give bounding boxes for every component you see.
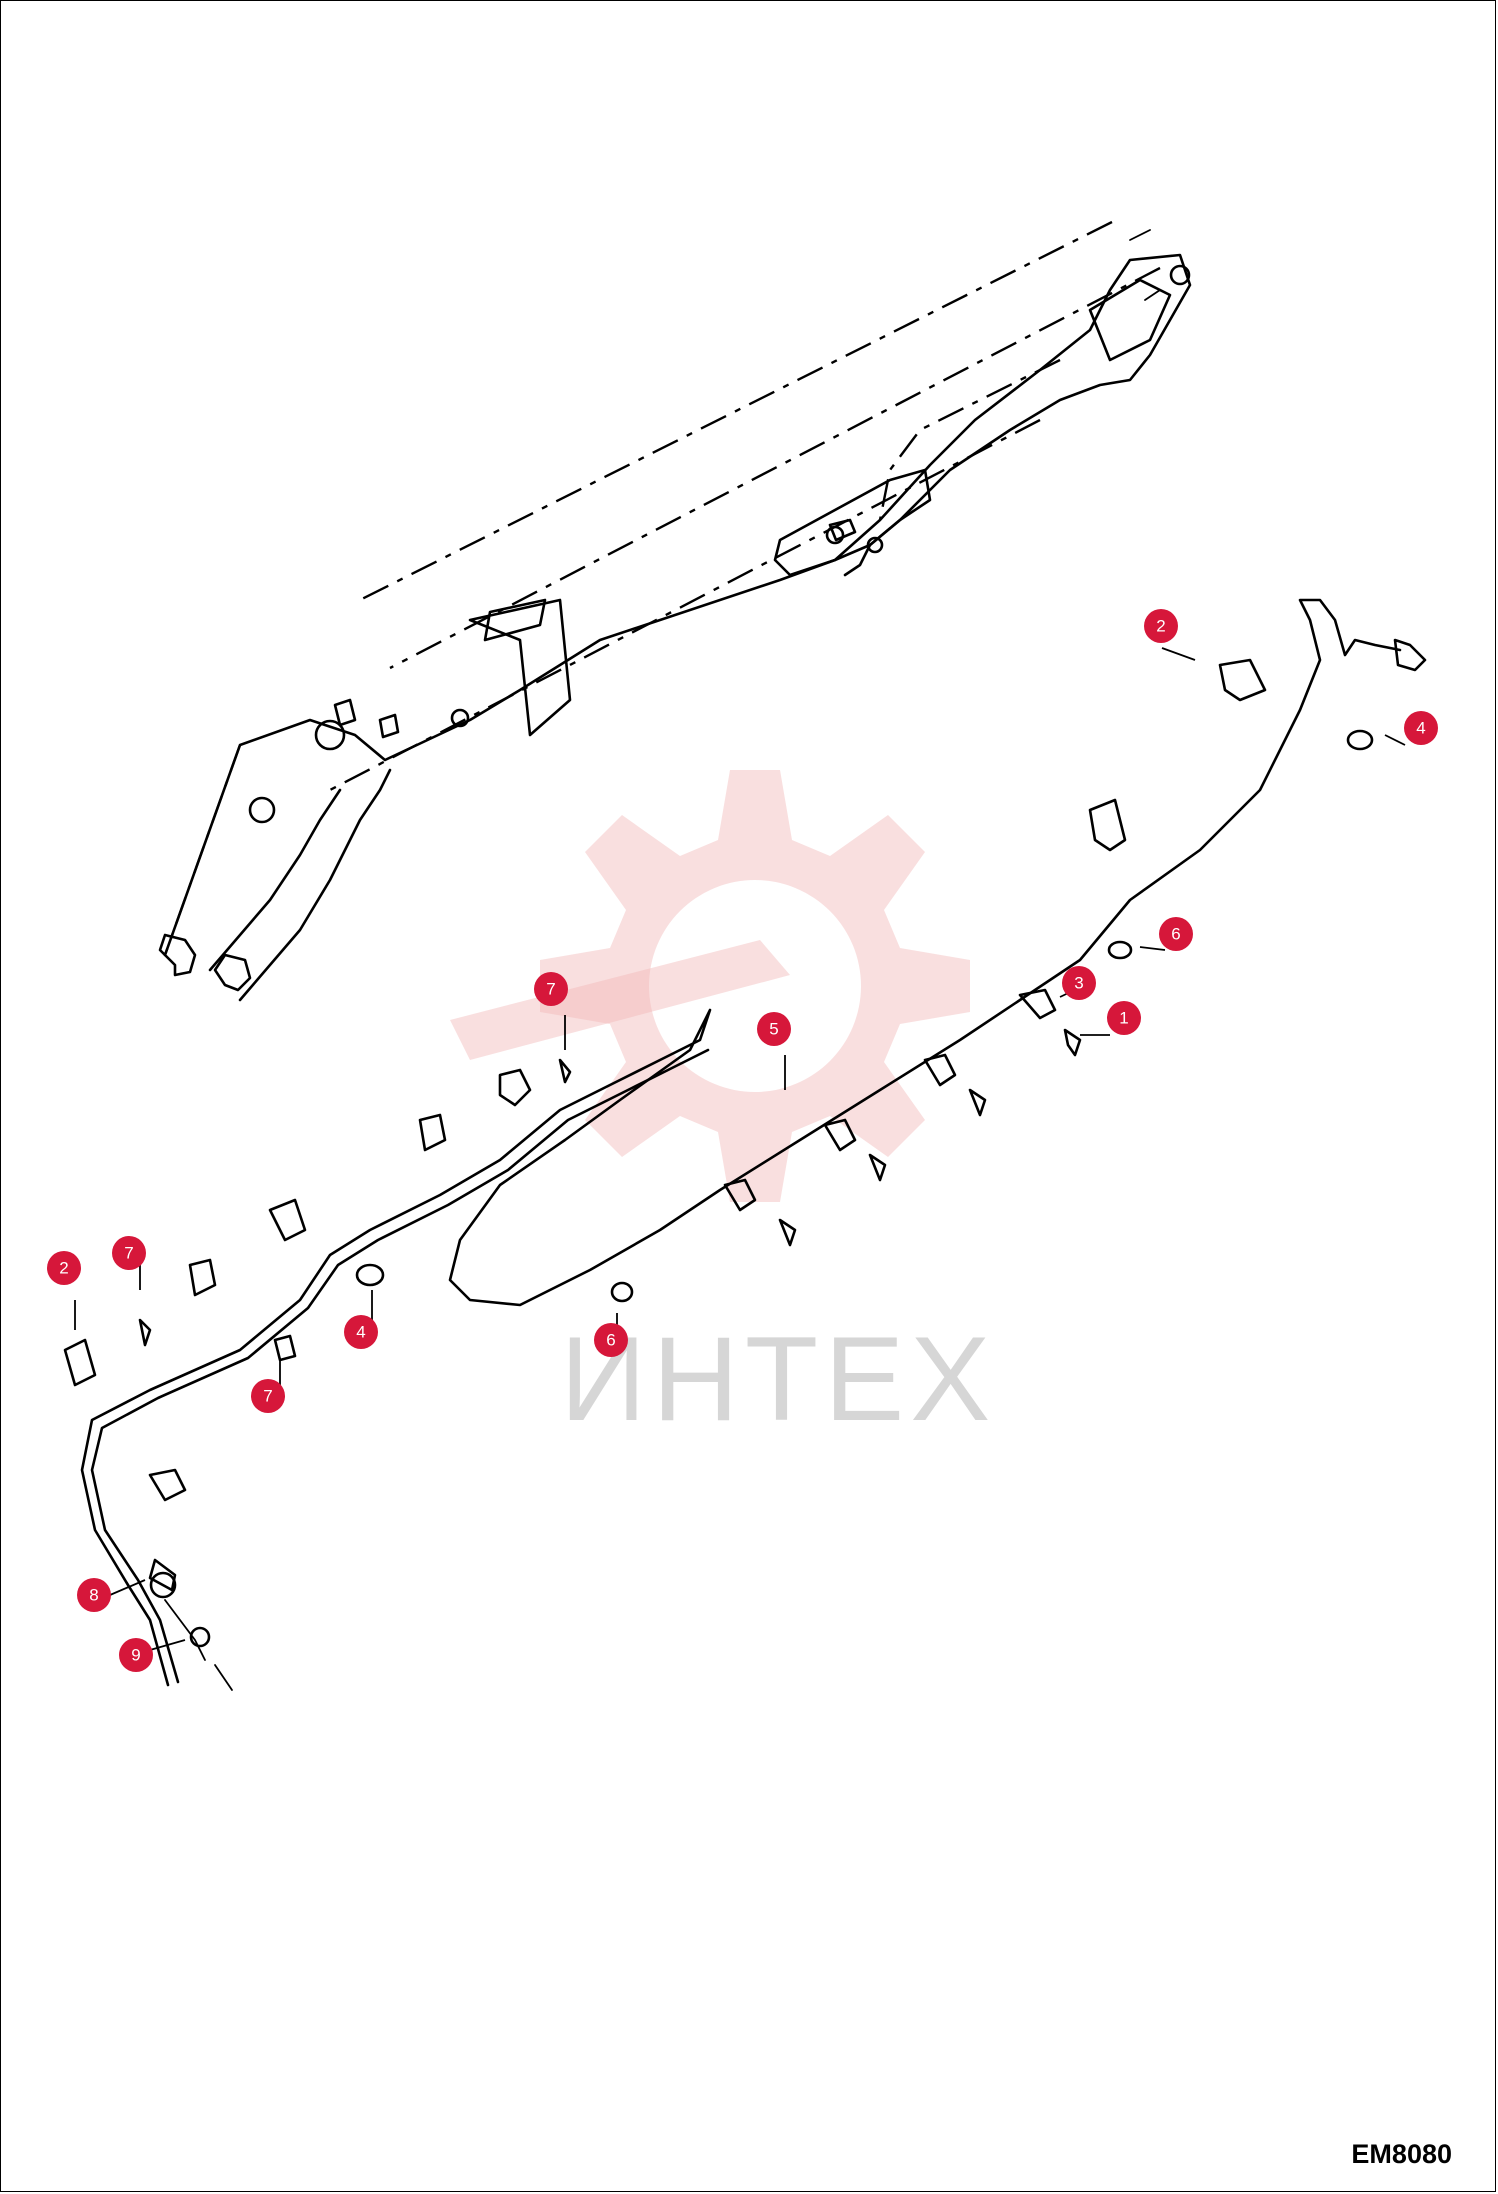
svg-text:3: 3 [1074, 974, 1083, 993]
callout-7-left[interactable]: 7 [112, 1236, 146, 1270]
boom-arm [158, 220, 1192, 1002]
svg-text:2: 2 [59, 1259, 68, 1278]
callout-6-right[interactable]: 6 [1159, 917, 1193, 951]
svg-text:2: 2 [1156, 617, 1165, 636]
svg-text:7: 7 [263, 1387, 272, 1406]
callout-6-mid[interactable]: 6 [594, 1323, 628, 1357]
diagram-code: EM8080 [1351, 2139, 1452, 2169]
wire-harness [80, 598, 1427, 1691]
parts-group [63, 658, 1374, 1502]
callout-4-right[interactable]: 4 [1404, 711, 1438, 745]
watermark-text: ИНТЕХ [560, 1312, 996, 1446]
svg-text:9: 9 [131, 1646, 140, 1665]
svg-text:8: 8 [89, 1586, 98, 1605]
svg-text:4: 4 [356, 1323, 365, 1342]
callout-2-left[interactable]: 2 [47, 1251, 81, 1285]
callout-9[interactable]: 9 [119, 1638, 153, 1672]
svg-text:5: 5 [769, 1020, 778, 1039]
callout-8[interactable]: 8 [77, 1578, 111, 1612]
callout-5[interactable]: 5 [757, 1012, 791, 1046]
callout-7-top[interactable]: 7 [534, 972, 568, 1006]
callout-3[interactable]: 3 [1062, 966, 1096, 1000]
watermark-gear-icon [450, 770, 970, 1202]
svg-text:6: 6 [1171, 925, 1180, 944]
callout-1[interactable]: 1 [1107, 1001, 1141, 1035]
svg-text:7: 7 [124, 1244, 133, 1263]
svg-text:1: 1 [1119, 1009, 1128, 1028]
svg-text:4: 4 [1416, 719, 1425, 738]
callout-7-low[interactable]: 7 [251, 1379, 285, 1413]
svg-text:6: 6 [606, 1331, 615, 1350]
callout-2-top[interactable]: 2 [1144, 609, 1178, 643]
svg-text:7: 7 [546, 980, 555, 999]
callout-4-left[interactable]: 4 [344, 1315, 378, 1349]
leader-lines [74, 647, 1406, 1651]
